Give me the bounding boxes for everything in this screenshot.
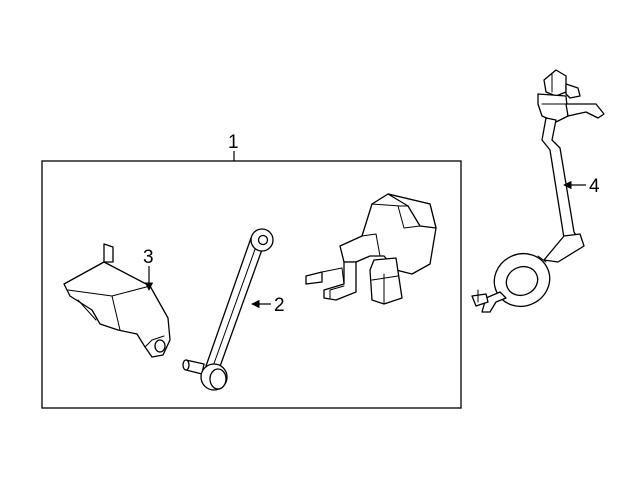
callout-1-label: 1: [228, 132, 239, 153]
assembly-box: [41, 160, 462, 409]
callout-3-label: 3: [143, 247, 154, 268]
bracket-part: [63, 243, 171, 358]
harness-part: [471, 69, 605, 313]
callout-2-label: 2: [274, 295, 285, 316]
height-sensor-part: [305, 193, 437, 305]
link-rod-part: [182, 228, 274, 391]
callout-4-label: 4: [589, 176, 600, 197]
